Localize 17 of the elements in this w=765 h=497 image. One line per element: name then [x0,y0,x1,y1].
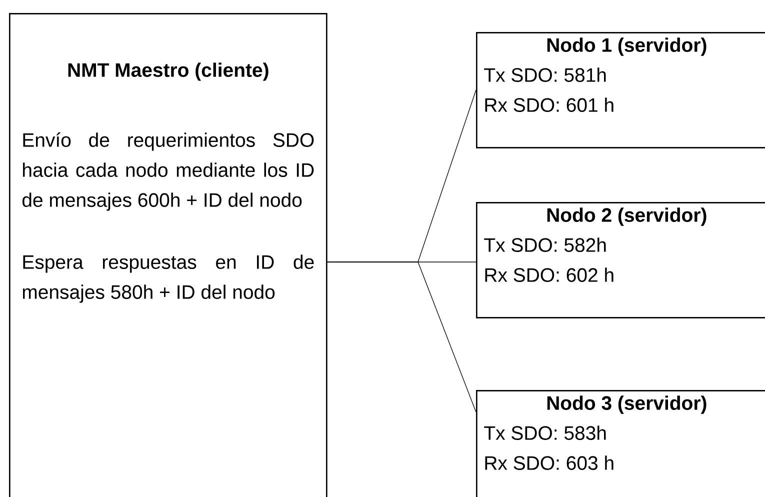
text-line: Tx SDO: 583h [484,426,606,440]
heading: Nodo 1 (servidor) [547,38,706,56]
text-line: Rx SDO: 603 h [485,456,614,470]
text-line: Tx SDO: 581h [484,68,606,82]
server-box [476,32,765,148]
heading: Nodo 2 (servidor) [547,208,706,226]
server-box [476,202,765,318]
connector-line [327,262,476,412]
text-line: Tx SDO: 582h [484,238,606,252]
server-box [476,390,765,497]
text-line: Rx SDO: 601 h [485,98,614,112]
heading: Nodo 3 (servidor) [547,396,706,414]
text-line: Rx SDO: 602 h [485,268,614,282]
paragraph: Envío de requerimientos SDO hacia cada nodo mediante los ID de mensajes 600h + ID del nodo [22,132,314,211]
paragraph: Espera respuestas en ID de mensajes 580h + ID del nodo [22,254,314,303]
client-box [9,13,328,497]
heading: NMT Maestro (cliente) [68,62,268,81]
